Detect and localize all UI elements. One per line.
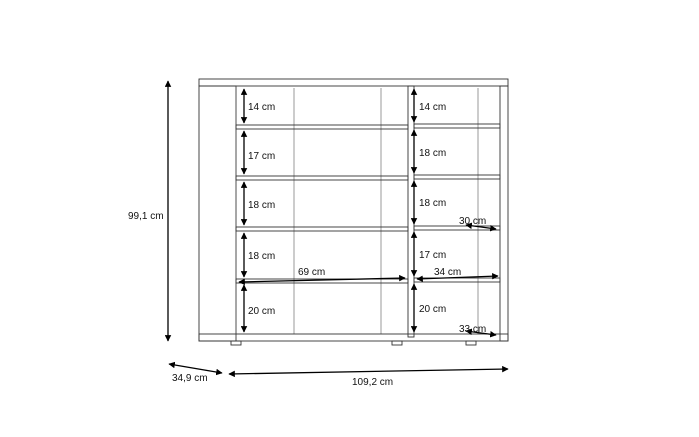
right-height-label: 17 cm [419,250,446,261]
inner-width-left-label: 69 cm [298,267,325,278]
height-total-label: 99,1 cm [128,211,164,222]
left-side-panel [198,85,237,342]
inner-widths: 69 cm 34 cm [238,267,499,286]
left-height-label: 14 cm [248,102,275,113]
shelf-right-1 [413,123,501,129]
shelf-depth-upper-label: 30 cm [459,216,486,227]
shelf-right-2 [413,174,501,180]
left-height-label: 18 cm [248,200,275,211]
width-total-label: 109,2 cm [352,377,393,388]
shelf-left-3 [235,226,409,232]
right-height-label: 18 cm [419,198,446,209]
left-column-heights: 14 cm 17 cm 18 cm 18 cm 20 cm [240,88,275,333]
inner-width-right-label: 34 cm [434,267,461,278]
bottom-board [198,333,509,342]
right-side-panel [499,85,509,342]
shelf-depths: 30 cm 33 cm [459,216,497,338]
top-board [198,78,509,87]
shelf-left-2 [235,175,409,181]
overall-dimensions: 99,1 cm 34,9 cm 109,2 cm [128,80,509,388]
foot [465,340,477,346]
left-height-label: 20 cm [248,306,275,317]
right-height-label: 18 cm [419,148,446,159]
cabinet-body [198,78,509,346]
depth-label: 34,9 cm [172,373,208,384]
foot [391,340,403,346]
left-height-label: 17 cm [248,151,275,162]
shelf-depth-bottom-label: 33 cm [459,324,486,335]
right-column-heights: 14 cm 18 cm 18 cm 17 cm 20 cm [410,88,446,333]
right-height-label: 20 cm [419,304,446,315]
shelf-right-3 [413,225,501,231]
right-height-label: 14 cm [419,102,446,113]
shelf-left-1 [235,124,409,130]
foot [230,340,242,346]
middle-divider [407,85,415,338]
left-height-label: 18 cm [248,251,275,262]
